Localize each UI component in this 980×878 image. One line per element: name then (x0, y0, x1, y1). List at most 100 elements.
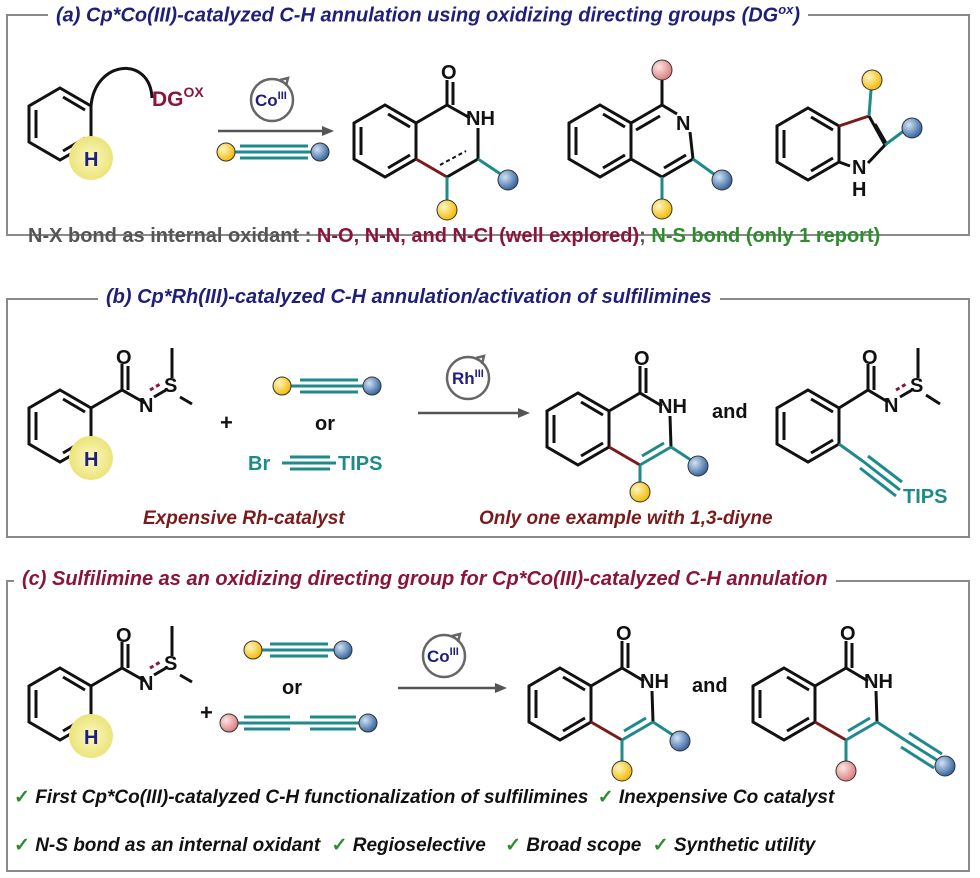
h-atom-c: H (84, 727, 98, 749)
bond-b4 (639, 445, 672, 467)
bond-a9 (867, 115, 887, 146)
bond-a12 (867, 89, 873, 117)
check-icon: ✓ (14, 835, 30, 856)
bond-b5 (641, 441, 665, 458)
n-atom-a: N (676, 113, 690, 135)
h-highlight-a (69, 136, 113, 180)
feature-broad-scope: Broad scope (526, 835, 642, 856)
panel-a-title: (a) Cp*Co(III)-catalyzed C-H annulation … (48, 2, 809, 28)
h-atom-a: H (84, 149, 98, 171)
indole-a (775, 106, 851, 182)
bond-c14 (900, 745, 935, 770)
o-atom-c3: O (840, 623, 856, 645)
dg-label: DGOX (152, 84, 204, 111)
bond-a10 (873, 123, 888, 144)
catalyst-co-a: CoIII (249, 76, 295, 123)
check-icon: ✓ (597, 787, 614, 808)
bond-a1 (415, 157, 448, 179)
panel-b-title: (b) Cp*Rh(III)-catalyzed C-H annulation/… (98, 286, 720, 309)
isoquinolone-b (545, 366, 673, 467)
or-b: or (315, 413, 335, 435)
nh-atom-c2: NH (864, 671, 893, 693)
arrow-head-c (495, 683, 507, 693)
nh-atom-c: NH (640, 671, 669, 693)
bond-b2 (149, 381, 163, 392)
bond-b1 (153, 388, 167, 399)
plus-b: + (220, 410, 233, 435)
bond-a2 (446, 157, 479, 179)
nh-atom-b: NH (658, 396, 687, 418)
arrow-head-b (518, 408, 530, 418)
alkynyl-isoquinolone-c (751, 641, 879, 742)
feature-row-1: ✓ First Cp*Co(III)-catalyzed C-H functio… (14, 786, 834, 809)
and-c: and (692, 675, 728, 697)
tips-label-b: TIPS (338, 453, 382, 475)
isoquinoline-a (567, 78, 695, 179)
svg-text:CoIII: CoIII (255, 90, 287, 110)
check-icon: ✓ (331, 835, 348, 856)
panel-c: (c) Sulfilimine as an oxidizing directin… (6, 568, 970, 872)
feature-row-2: ✓ N-S bond as an internal oxidant ✓ Regi… (14, 834, 815, 857)
bond-b11 (863, 460, 901, 492)
ball-yellow-c (611, 760, 633, 782)
plus-c: + (200, 700, 213, 725)
ball-blue-c1 (669, 730, 691, 752)
bond-c8 (814, 720, 847, 742)
bond-c5 (623, 716, 647, 733)
tips-label-b2: TIPS (903, 486, 947, 508)
sulfilimine-c (27, 626, 193, 742)
s-atom-b2: S (910, 375, 923, 397)
panel-c-title: (c) Sulfilimine as an oxidizing directin… (14, 568, 836, 591)
bond-a3 (439, 150, 467, 166)
h-highlight-b (69, 436, 113, 480)
check-icon: ✓ (14, 787, 30, 808)
isoquinolone-c (527, 641, 655, 742)
svg-text:RhIII: RhIII (452, 368, 484, 388)
bond-c9 (845, 720, 878, 742)
o-atom-c: O (116, 625, 132, 647)
ball-blue-a1 (497, 169, 519, 191)
ball-blue-a3 (901, 117, 923, 139)
bond-c13 (908, 731, 943, 756)
h-atom-b: H (84, 449, 98, 471)
bond-c11 (876, 720, 906, 742)
panel-a: (a) Cp*Co(III)-catalyzed C-H annulation … (6, 2, 970, 236)
check-icon: ✓ (652, 835, 669, 856)
isoquinolone-a (352, 80, 480, 179)
bond-c1 (153, 666, 167, 677)
ball-blue-a2 (711, 169, 733, 191)
alkynylated-sulfilimine-b (775, 348, 941, 464)
feature-synthetic-utility: Synthetic utility (673, 835, 816, 856)
o-atom-b3: O (862, 347, 878, 369)
bromoalkyne-b (282, 455, 336, 471)
bond-c3 (590, 720, 623, 742)
indole-n-atom: N (852, 157, 866, 179)
feature-inexpensive-co: Inexpensive Co catalyst (618, 787, 835, 808)
bond-b12 (867, 454, 903, 484)
sulfilimine-b (27, 348, 193, 464)
or-c: or (282, 677, 302, 699)
o-atom-a: O (441, 62, 457, 84)
feature-first-cp-co: First Cp*Co(III)-catalyzed C-H functiona… (35, 787, 589, 808)
alkyne-a (216, 142, 330, 162)
bond-c4 (621, 720, 654, 742)
n-atom-b2: N (884, 395, 898, 417)
bond-c12 (904, 738, 941, 764)
bond-b10 (838, 442, 865, 464)
ball-pink-a (651, 59, 673, 81)
s-atom-b: S (164, 375, 177, 397)
ball-blue-b (687, 455, 709, 477)
o-atom-c2: O (616, 623, 632, 645)
check-icon: ✓ (505, 835, 521, 856)
n-atom-c: N (139, 673, 153, 695)
feature-regioselective: Regioselective (352, 835, 486, 856)
catalyst-co-c: CoIII (421, 632, 467, 679)
bond-c10 (847, 716, 871, 733)
h-highlight-c (69, 714, 113, 758)
alkyne-b (272, 376, 382, 396)
bond-c2 (149, 659, 163, 670)
caption-expensive-rh: Expensive Rh-catalyst (143, 508, 345, 529)
bond-b8 (899, 388, 913, 399)
ball-yellow-a3 (861, 69, 883, 91)
